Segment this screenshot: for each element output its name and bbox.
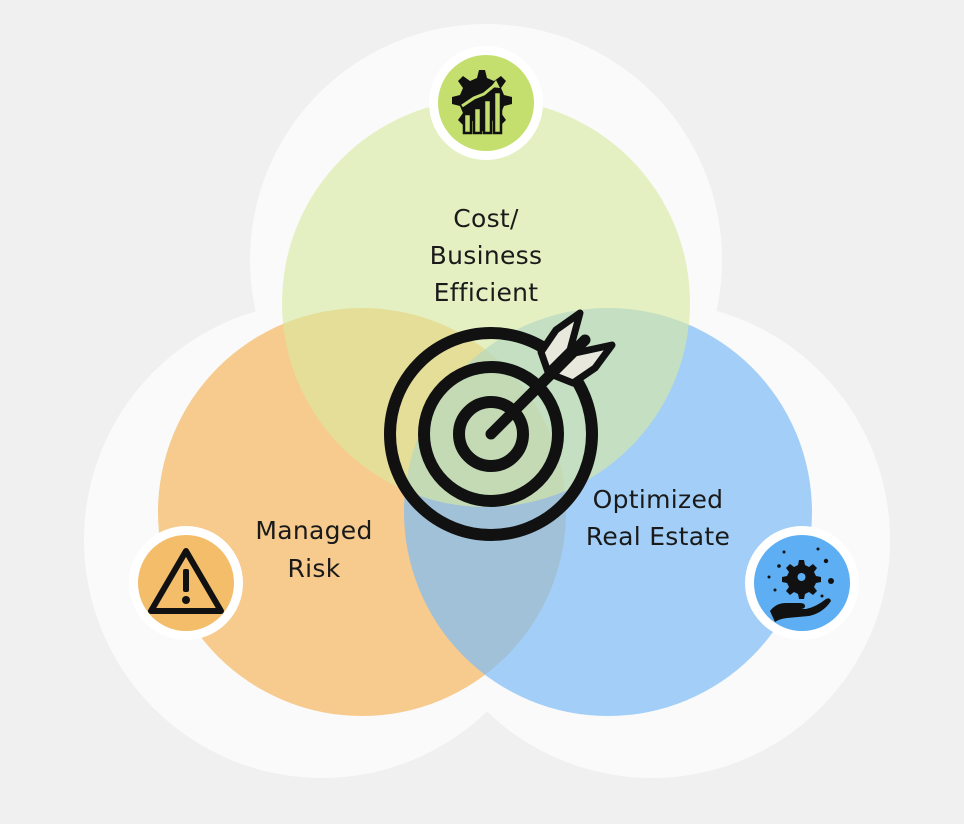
label-managed-risk: Managed Risk <box>214 512 414 588</box>
label-line: Optimized <box>592 485 724 514</box>
badge-risk <box>129 526 243 640</box>
hand-holding-gear-icon <box>767 547 834 622</box>
label-cost-business-efficient: Cost/ Business Efficient <box>386 200 586 311</box>
label-line: Real Estate <box>585 522 731 551</box>
badge-cost <box>429 46 543 160</box>
label-line: Managed <box>255 516 373 545</box>
warning-triangle-icon <box>148 548 224 614</box>
label-line: Business <box>429 241 543 270</box>
label-line: Cost/ <box>453 204 519 233</box>
gear-growth-chart-icon <box>452 70 512 135</box>
target-arrow-icon <box>384 309 616 541</box>
badge-real-estate <box>745 526 859 640</box>
label-line: Risk <box>287 554 341 583</box>
label-line: Efficient <box>433 278 539 307</box>
label-optimized-real-estate: Optimized Real Estate <box>558 481 758 555</box>
